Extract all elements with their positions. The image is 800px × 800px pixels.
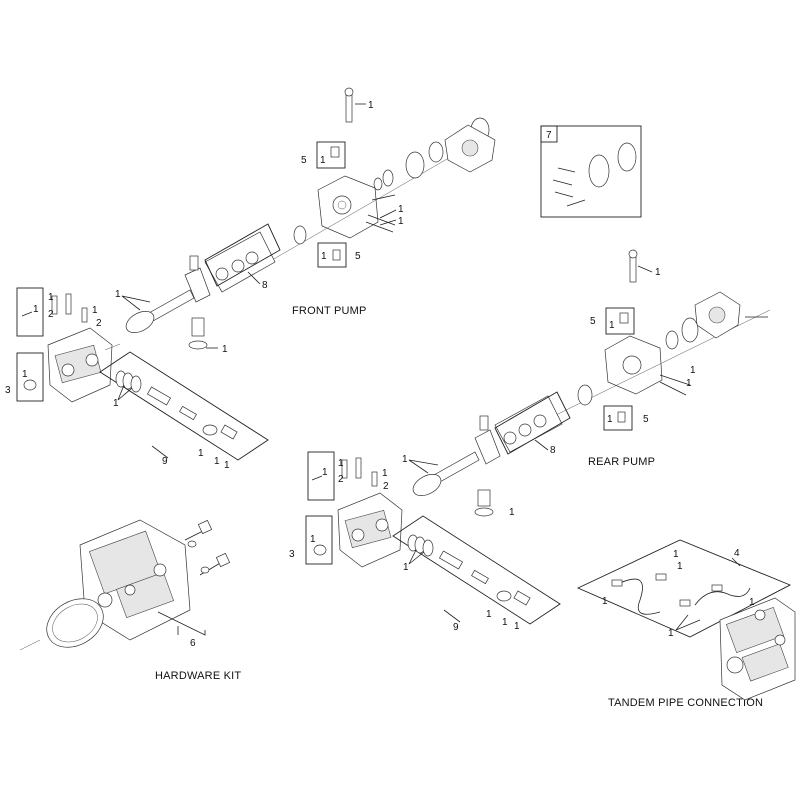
callout-1: 1 xyxy=(398,204,404,215)
callout-1: 1 xyxy=(382,468,388,479)
callout-9: 9 xyxy=(162,456,168,467)
callout-1: 1 xyxy=(673,549,679,560)
callout-1: 1 xyxy=(22,369,28,380)
callout-7: 7 xyxy=(546,130,552,141)
callout-2: 2 xyxy=(96,318,102,329)
callout-1: 1 xyxy=(607,414,613,425)
callout-1: 1 xyxy=(602,596,608,607)
rear-pump-callout-box-5-top xyxy=(605,307,635,335)
tandem-pipe-connection-title: TANDEM PIPE CONNECTION xyxy=(608,697,763,709)
callout-5: 5 xyxy=(301,155,307,166)
tandem-pump-illustration xyxy=(719,597,796,701)
seal-kit-box-7 xyxy=(540,125,642,218)
lower-kit-box-9 xyxy=(392,515,561,625)
callout-5: 5 xyxy=(590,316,596,327)
callout-8: 8 xyxy=(262,280,268,291)
callout-1: 1 xyxy=(486,609,492,620)
callout-1: 1 xyxy=(222,344,228,355)
callout-1: 1 xyxy=(92,305,98,316)
front-pump-callout-box-5-top xyxy=(316,141,346,169)
front-pump-callout-box-5-bottom xyxy=(317,242,347,268)
callout-2: 2 xyxy=(48,309,54,320)
rear-pump-callout-box-5-bottom xyxy=(603,405,633,431)
callout-1: 1 xyxy=(677,561,683,572)
callout-8: 8 xyxy=(550,445,556,456)
callout-1: 1 xyxy=(686,378,692,389)
callout-1: 1 xyxy=(668,628,674,639)
callout-1: 1 xyxy=(113,398,119,409)
callout-1: 1 xyxy=(322,467,328,478)
callout-1: 1 xyxy=(514,621,520,632)
rear-pump-title: REAR PUMP xyxy=(588,456,655,468)
front-pump-assembly xyxy=(125,87,496,350)
callout-1: 1 xyxy=(502,617,508,628)
callout-1: 1 xyxy=(115,289,121,300)
front-pump-top-fitting xyxy=(345,91,353,123)
upper-control-box-3 xyxy=(16,352,44,402)
rear-pump-assembly xyxy=(412,249,771,517)
tandem-pipe-2 xyxy=(694,587,751,606)
callout-1: 1 xyxy=(368,100,374,111)
upper-kit-box-9 xyxy=(99,351,269,461)
callout-1: 1 xyxy=(310,534,316,545)
callout-2: 2 xyxy=(383,481,389,492)
callout-1: 1 xyxy=(33,304,39,315)
callout-4: 4 xyxy=(734,548,740,559)
callout-6: 6 xyxy=(190,638,196,649)
callout-2: 2 xyxy=(338,474,344,485)
hardware-kit-title: HARDWARE KIT xyxy=(155,670,241,682)
callout-1: 1 xyxy=(320,155,326,166)
hardware-kit-flange xyxy=(46,598,104,648)
callout-1: 1 xyxy=(398,216,404,227)
callout-1: 1 xyxy=(609,320,615,331)
callout-1: 1 xyxy=(338,458,344,469)
callout-3: 3 xyxy=(289,549,295,560)
hardware-kit-assembly xyxy=(19,519,231,651)
front-pump-title: FRONT PUMP xyxy=(292,305,367,317)
callout-1: 1 xyxy=(198,448,204,459)
callout-5: 5 xyxy=(355,251,361,262)
callout-5: 5 xyxy=(643,414,649,425)
callout-9: 9 xyxy=(453,622,459,633)
callout-1: 1 xyxy=(509,507,515,518)
lower-control-box-1 xyxy=(307,451,335,501)
tandem-pipe-kit-box-4 xyxy=(576,539,792,638)
lower-control-box-3 xyxy=(305,515,333,565)
callout-3: 3 xyxy=(5,385,11,396)
callout-1: 1 xyxy=(321,251,327,262)
callout-1: 1 xyxy=(655,267,661,278)
callout-1: 1 xyxy=(48,292,54,303)
upper-control-box-1 xyxy=(16,287,44,337)
callout-1: 1 xyxy=(403,562,409,573)
callout-1: 1 xyxy=(402,454,408,465)
rear-pump-kit-box-8 xyxy=(494,391,571,455)
front-pump-kit-box-8 xyxy=(204,223,281,287)
callout-1: 1 xyxy=(214,456,220,467)
callout-1: 1 xyxy=(749,597,755,608)
tandem-pipe-1 xyxy=(619,578,661,615)
hardware-kit-bracket xyxy=(157,611,206,636)
callout-1: 1 xyxy=(224,460,230,471)
callout-1: 1 xyxy=(690,365,696,376)
